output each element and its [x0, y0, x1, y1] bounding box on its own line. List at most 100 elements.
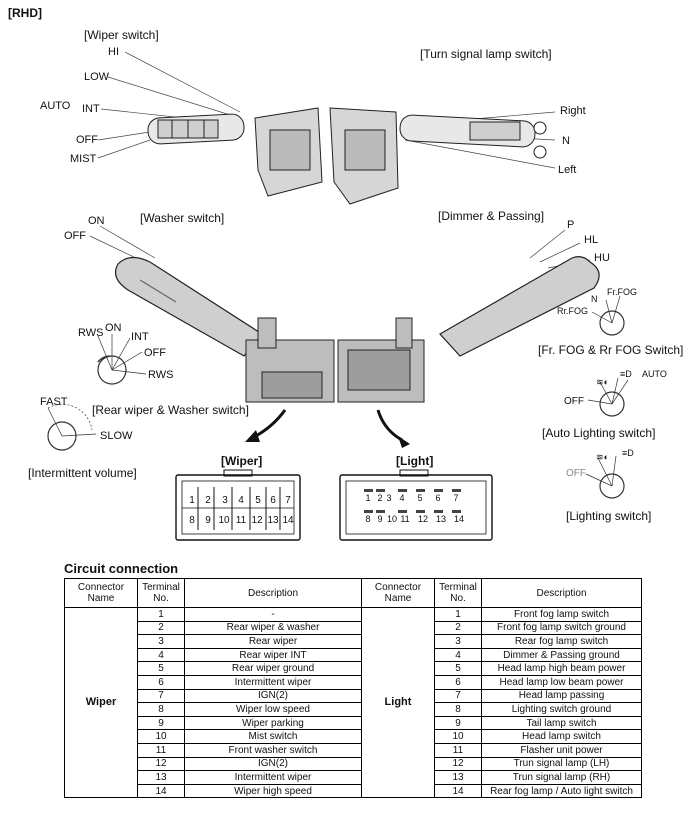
description: Intermittent wiper	[184, 770, 362, 785]
description: Front fog lamp switch ground	[481, 620, 642, 636]
dimmer-hl-label: HL	[584, 234, 599, 246]
lighting-headlamp-icon: ≡D	[622, 448, 634, 458]
auto-lighting-label: [Auto Lighting switch]	[542, 426, 656, 440]
rear-rws-top-label: RWS	[78, 327, 104, 339]
wiper-low-label: LOW	[84, 71, 110, 83]
rear-on-label: ON	[105, 322, 122, 334]
circuit-connection-title: Circuit connection	[64, 561, 179, 576]
terminal-no: 8	[434, 702, 482, 717]
washer-on-label: ON	[88, 215, 105, 227]
terminal-no: 2	[434, 620, 482, 636]
wiper-pin: 2	[205, 495, 211, 506]
light-pin: 11	[400, 514, 410, 524]
terminal-no: 6	[137, 674, 185, 690]
wiper-pin: 5	[255, 495, 261, 506]
headlamp-icon: ≡D	[620, 369, 632, 379]
auto-light-off-label: OFF	[564, 396, 584, 407]
turn-signal-label: [Turn signal lamp switch]	[420, 47, 552, 61]
terminal-no: 12	[137, 756, 185, 772]
terminal-no: 8	[137, 702, 185, 717]
description: Lighting switch ground	[481, 702, 642, 717]
light-pin: 4	[399, 493, 405, 503]
wiper-pin: 1	[189, 495, 195, 506]
description: Rear fog lamp switch	[481, 634, 642, 649]
wiper-pin: 7	[285, 495, 291, 506]
auto-light-auto-label: AUTO	[642, 369, 667, 379]
connector-name-light: Light	[361, 606, 435, 799]
dimmer-passing-label: [Dimmer & Passing]	[438, 209, 545, 223]
description: Rear wiper & washer	[184, 620, 362, 636]
col-connector-name: Connector Name	[361, 578, 435, 608]
wiper-pin: 11	[235, 515, 247, 526]
wiper-pin: 4	[238, 495, 244, 506]
lighting-off-label: OFF	[566, 468, 586, 479]
fr-fog-label: Fr.FOG	[607, 287, 637, 297]
terminal-no: 12	[434, 756, 482, 772]
wiper-switch-label: [Wiper switch]	[84, 28, 159, 42]
turn-n-label: N	[562, 135, 570, 147]
wiper-pin: 8	[189, 515, 195, 526]
description: Flasher unit power	[481, 742, 642, 758]
terminal-no: 14	[137, 783, 185, 799]
wiper-pin: 13	[267, 515, 279, 526]
light-pin: 10	[386, 514, 397, 524]
rear-wiper-washer-label: [Rear wiper & Washer switch]	[92, 403, 249, 417]
description: Rear fog lamp / Auto light switch	[481, 783, 642, 799]
rear-rws-bottom-label: RWS	[148, 369, 174, 381]
wiper-pin: 6	[270, 495, 276, 506]
description: Front fog lamp switch	[481, 607, 642, 622]
wiper-pin: 3	[222, 495, 228, 506]
description: Head lamp passing	[481, 688, 642, 704]
description: Wiper parking	[184, 715, 362, 731]
wiper-auto-label: AUTO	[40, 100, 71, 112]
terminal-no: 14	[434, 783, 482, 799]
terminal-no: 4	[434, 647, 482, 663]
description: Rear wiper INT	[184, 647, 362, 663]
description: Wiper high speed	[184, 783, 362, 799]
light-pin: 2	[377, 493, 383, 503]
wiper-pin: 9	[205, 515, 211, 526]
description: Rear wiper ground	[184, 661, 362, 676]
table-header-row: Connector Name Terminal No. Description …	[64, 578, 642, 608]
slow-label: SLOW	[100, 430, 133, 442]
description: Wiper low speed	[184, 702, 362, 717]
description: Head lamp switch	[481, 729, 642, 744]
col-description: Description	[481, 578, 642, 608]
description: -	[184, 607, 362, 622]
washer-off-label: OFF	[64, 230, 86, 242]
description: Trun signal lamp (RH)	[481, 770, 642, 785]
terminal-no: 2	[137, 620, 185, 636]
col-terminal-no: Terminal No.	[137, 578, 185, 608]
light-pin: 5	[417, 493, 423, 503]
terminal-no: 5	[137, 661, 185, 676]
rear-off-label: OFF	[144, 347, 166, 359]
col-description: Description	[184, 578, 362, 608]
wiper-off-label: OFF	[76, 134, 98, 146]
lighting-side-lamp-icon: ≋◐	[596, 452, 609, 462]
circuit-connection-table: Connector Name Terminal No. Description …	[64, 578, 642, 799]
light-pin: 8	[365, 514, 371, 524]
terminal-no: 3	[434, 634, 482, 649]
region-header: [RHD]	[8, 6, 42, 20]
col-connector-name: Connector Name	[64, 578, 138, 608]
light-pin: 14	[453, 514, 464, 524]
terminal-no: 7	[434, 688, 482, 704]
dimmer-hu-label: HU	[594, 252, 610, 264]
light-pin: 9	[377, 514, 383, 524]
terminal-no: 11	[434, 742, 482, 758]
dimmer-p-label: P	[567, 219, 575, 231]
rr-fog-label: Rr.FOG	[557, 306, 588, 316]
terminal-no: 5	[434, 661, 482, 676]
